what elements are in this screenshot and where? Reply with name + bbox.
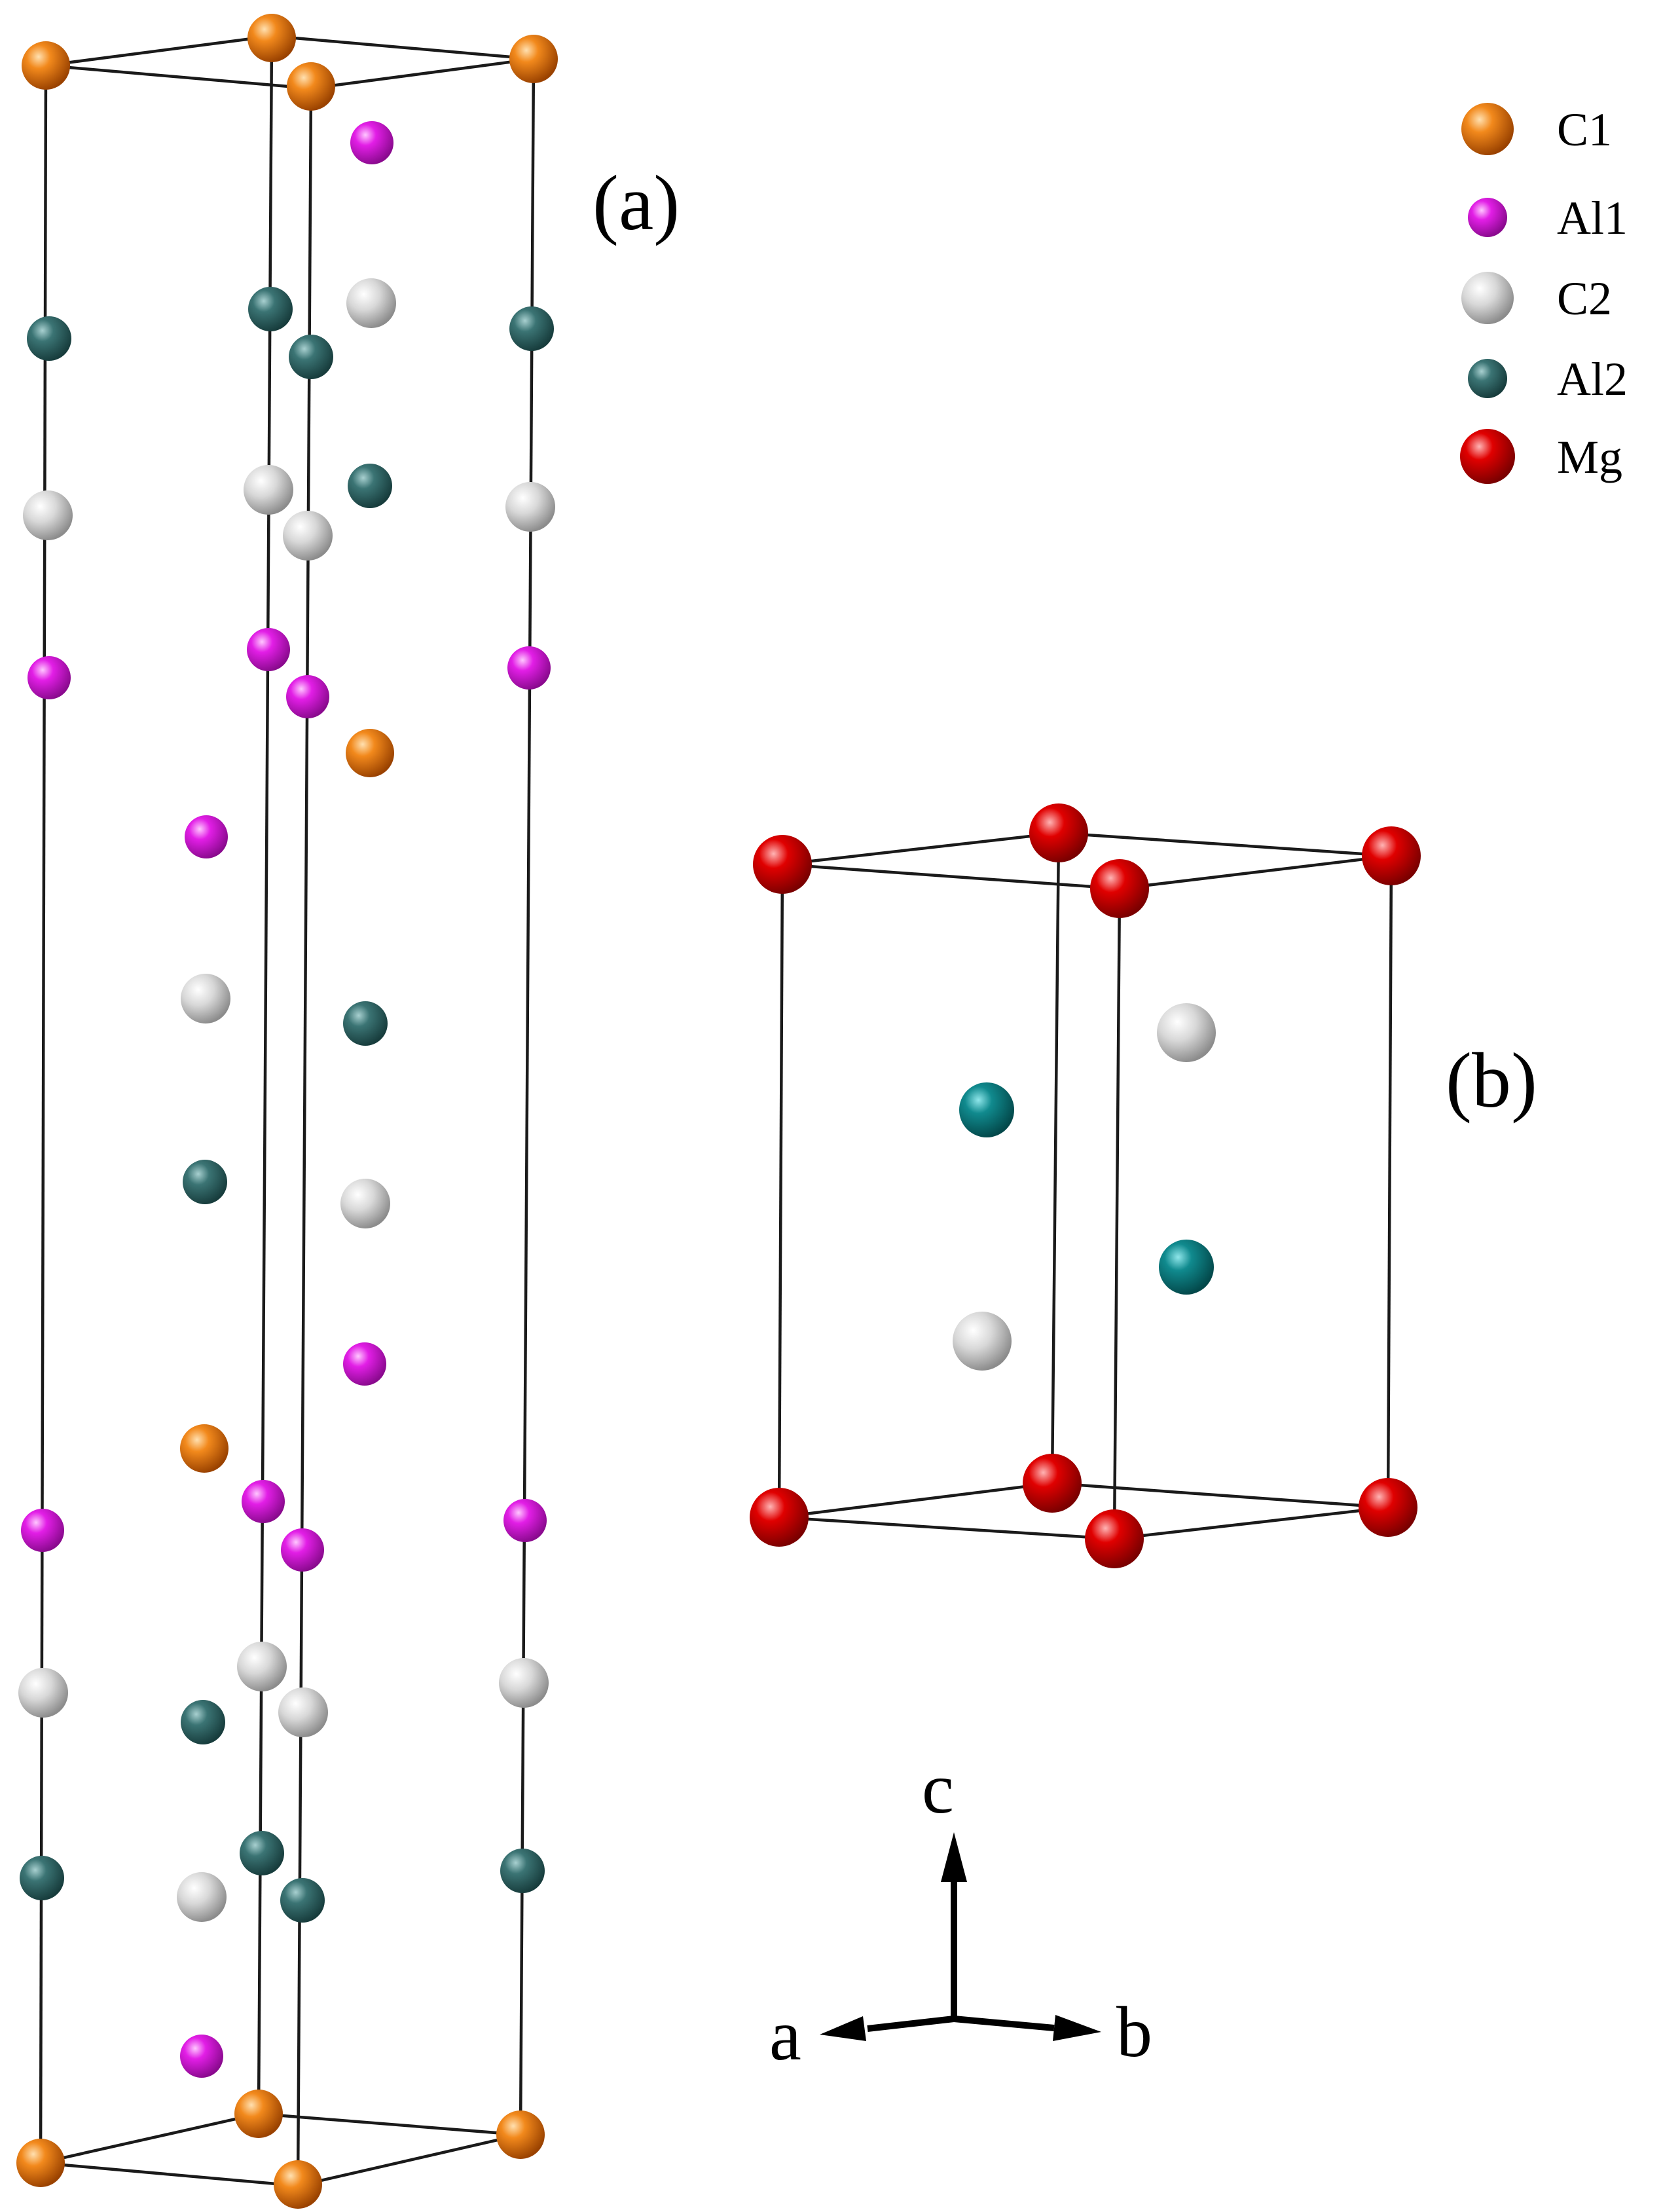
atom-al2 <box>348 464 392 508</box>
axis-c-label: c <box>922 1748 954 1828</box>
atom-c2 <box>283 511 333 561</box>
atom-al1 <box>281 1528 324 1572</box>
atom-al1 <box>350 121 393 164</box>
legend-swatch-al2 <box>1468 359 1507 398</box>
atom-c1 <box>247 14 296 62</box>
atom-al2 <box>240 1831 284 1875</box>
atom-c2 <box>340 1179 390 1228</box>
atom-al1 <box>27 656 71 699</box>
atom-c2 <box>237 1642 287 1691</box>
unit-cell-b: (b) <box>750 803 1537 1568</box>
legend-swatch-c1 <box>1461 103 1514 155</box>
atom-c1 <box>287 62 335 111</box>
atom-mg <box>753 835 812 894</box>
unit-cell-a-edges <box>39 34 536 2188</box>
axis-a-label: a <box>769 1995 801 2075</box>
atom-al1 <box>21 1509 64 1552</box>
atom-al2 <box>280 1878 325 1923</box>
atom-mg <box>1029 803 1088 862</box>
legend-label-c2: C2 <box>1557 272 1612 325</box>
axis-a-line <box>867 2016 955 2032</box>
atom-c1 <box>346 729 394 777</box>
atom-mg <box>1359 1478 1417 1537</box>
crystal-axes: c a b <box>769 1748 1152 2075</box>
atom-al1 <box>247 628 290 671</box>
atoms-a <box>16 14 558 2209</box>
atom-al1 <box>185 815 228 858</box>
atom-al1 <box>503 1499 547 1542</box>
atom-c2 <box>181 974 230 1023</box>
atom-al1 <box>507 646 551 690</box>
atom-c1 <box>234 2090 283 2138</box>
legend-swatch-c2 <box>1461 272 1514 324</box>
atom-c1 <box>22 41 70 90</box>
axis-b-arrowhead <box>1053 2015 1101 2041</box>
atom-c1 <box>274 2160 322 2209</box>
legend-label-al1: Al1 <box>1557 192 1628 244</box>
atom-c2 <box>23 490 73 540</box>
panel-b-label: (b) <box>1446 1037 1537 1124</box>
atom-c1 <box>496 2111 545 2159</box>
unit-cell-a: (a) <box>16 14 680 2209</box>
legend-label-c1: C1 <box>1557 103 1612 156</box>
unit-cell-b-edges <box>777 831 1393 1541</box>
atom-al2 <box>289 335 333 379</box>
atom-c2 <box>499 1658 549 1708</box>
atom-al2 <box>1159 1240 1214 1295</box>
atom-al2 <box>509 306 554 351</box>
axis-b-line <box>953 2016 1055 2031</box>
atom-mg <box>1362 826 1421 885</box>
atom-mg <box>750 1488 809 1547</box>
atom-c2 <box>244 465 293 515</box>
legend-item-mg: Mg <box>1460 429 1622 484</box>
atom-mg <box>1090 859 1149 918</box>
atom-al2 <box>27 316 71 361</box>
atom-al2 <box>181 1700 225 1744</box>
atom-c1 <box>16 2139 65 2187</box>
panel-a-label: (a) <box>593 159 680 246</box>
legend-item-al2: Al2 <box>1468 353 1628 405</box>
atom-c2 <box>278 1687 328 1737</box>
legend-swatch-al1 <box>1468 198 1507 237</box>
legend-swatch-mg <box>1460 429 1515 484</box>
atom-al2 <box>183 1160 227 1204</box>
atom-al1 <box>242 1480 285 1523</box>
atom-al1 <box>180 2035 223 2078</box>
legend-label-al2: Al2 <box>1557 353 1628 405</box>
legend-item-c2: C2 <box>1461 272 1612 325</box>
atom-c2 <box>177 1872 227 1922</box>
atom-c2 <box>18 1668 68 1718</box>
atom-al2 <box>248 287 293 331</box>
atom-al2 <box>343 1001 388 1046</box>
atom-c2 <box>505 482 555 532</box>
legend-label-mg: Mg <box>1557 431 1622 483</box>
axis-c-arrowhead <box>941 1832 967 1882</box>
atom-mg <box>1085 1509 1144 1568</box>
legend-item-c1: C1 <box>1461 103 1612 156</box>
atom-al1 <box>286 675 329 718</box>
atom-c2 <box>1157 1003 1216 1062</box>
legend-item-al1: Al1 <box>1468 192 1628 244</box>
atom-al2 <box>20 1856 64 1900</box>
atom-c1 <box>180 1424 228 1473</box>
atom-c2 <box>953 1312 1012 1371</box>
atom-c1 <box>509 35 558 83</box>
atom-al1 <box>343 1342 386 1386</box>
atom-mg <box>1023 1454 1082 1513</box>
atoms-b <box>750 803 1421 1568</box>
atom-c2 <box>346 278 396 328</box>
atom-al2 <box>959 1082 1014 1137</box>
legend: C1 Al1 C2 Al2 Mg <box>1460 103 1628 484</box>
axis-b-label: b <box>1116 1992 1152 2072</box>
axis-a-arrowhead <box>820 2016 866 2041</box>
atom-al2 <box>500 1849 545 1893</box>
